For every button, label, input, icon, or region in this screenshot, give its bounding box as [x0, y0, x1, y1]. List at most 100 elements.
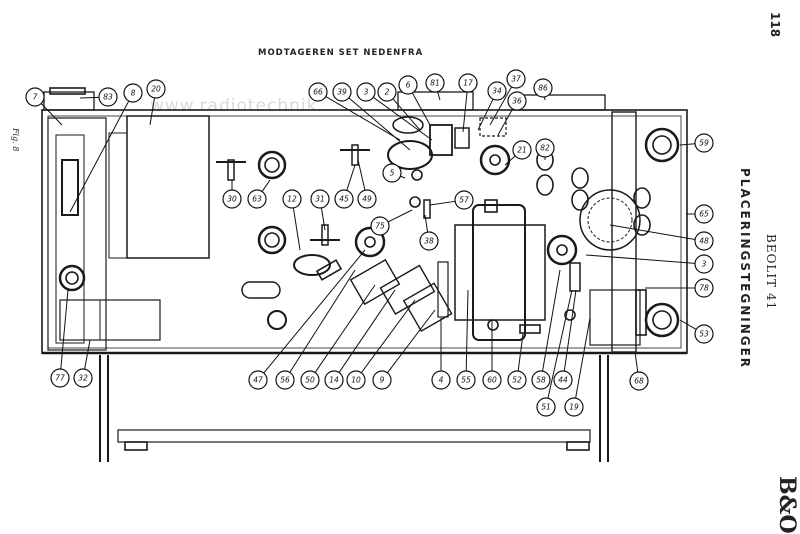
leader-line: [357, 159, 366, 191]
callout-label: 57: [459, 196, 469, 205]
leader-line: [79, 96, 100, 99]
callout-circle: [146, 79, 166, 99]
callout-30: 30: [222, 189, 242, 209]
callout-2: 2: [377, 82, 397, 102]
callout-circle: [533, 78, 553, 98]
callout-4: 4: [431, 370, 451, 390]
leader-line: [679, 143, 696, 146]
callout-83: 83: [98, 87, 118, 107]
callout-label: 59: [699, 139, 709, 148]
callout-circle: [248, 370, 268, 390]
callout-44: 44: [553, 370, 573, 390]
callout-65: 65: [694, 204, 714, 224]
callout-circle: [458, 73, 478, 93]
leader-line: [400, 175, 406, 179]
callout-label: 7: [33, 93, 38, 102]
callout-82: 82: [535, 138, 555, 158]
callout-label: 31: [315, 195, 325, 204]
leader-line: [563, 289, 577, 372]
callout-label: 17: [463, 79, 473, 88]
leader-line: [465, 289, 469, 372]
callout-circle: [123, 83, 143, 103]
leader-line: [261, 179, 271, 192]
callout-circle: [356, 82, 376, 102]
callout-circle: [372, 370, 392, 390]
callout-19: 19: [564, 397, 584, 417]
diagram-title: MODTAGEREN SET NEDENFRA: [258, 48, 424, 58]
callout-label: 53: [699, 330, 709, 339]
callout-3: 3: [694, 254, 714, 274]
callout-66: 66: [308, 82, 328, 102]
callout-label: 2: [385, 88, 390, 97]
leader-line: [497, 108, 514, 136]
callout-63: 63: [247, 189, 267, 209]
callout-circle: [346, 370, 366, 390]
callout-label: 60: [487, 376, 497, 385]
callout-51: 51: [536, 397, 556, 417]
callout-circle: [507, 370, 527, 390]
callout-label: 81: [430, 79, 440, 88]
leader-line: [547, 289, 573, 399]
leader-line: [387, 309, 436, 374]
callout-label: 38: [424, 237, 434, 246]
callout-circle: [506, 69, 526, 89]
callout-label: 49: [362, 195, 372, 204]
schematic-page: MODTAGEREN SET NEDENFRA 118 PLACERINGSTE…: [11, 12, 800, 534]
callout-60: 60: [482, 370, 502, 390]
callout-31: 31: [310, 189, 330, 209]
callout-39: 39: [332, 82, 352, 102]
chassis-drawing: 7838206639326811737343686218259557753063…: [25, 69, 714, 462]
callout-label: 44: [558, 376, 568, 385]
callout-86: 86: [533, 78, 553, 98]
leader-line: [40, 103, 63, 126]
callout-10: 10: [346, 370, 366, 390]
leader-line: [320, 207, 326, 231]
callout-circle: [531, 370, 551, 390]
callout-circle: [300, 370, 320, 390]
callout-label: 55: [461, 376, 471, 385]
leader-line: [585, 254, 696, 264]
leader-line: [360, 299, 416, 374]
callout-circle: [282, 189, 302, 209]
callout-14: 14: [324, 370, 344, 390]
callout-label: 48: [699, 237, 709, 246]
leader-line: [437, 91, 441, 101]
callout-circle: [332, 82, 352, 102]
callout-circle: [334, 189, 354, 209]
callout-75: 75: [370, 216, 390, 236]
callout-6: 6: [398, 75, 418, 95]
callout-57: 57: [454, 190, 474, 210]
leader-line: [517, 333, 524, 372]
callout-circle: [275, 370, 295, 390]
callout-label: 63: [252, 195, 262, 204]
callout-circle: [419, 231, 439, 251]
callout-circle: [222, 189, 242, 209]
leader-line: [429, 200, 456, 206]
leader-line: [60, 289, 69, 370]
leader-line: [489, 86, 513, 126]
callout-circle: [487, 81, 507, 101]
callout-circle: [694, 278, 714, 298]
callout-circle: [512, 140, 532, 160]
leader-line: [372, 96, 433, 141]
callout-circle: [324, 370, 344, 390]
callout-circle: [507, 91, 527, 111]
callout-label: 86: [538, 84, 548, 93]
leader-line: [679, 319, 697, 330]
callout-58: 58: [531, 370, 551, 390]
callout-circle: [536, 397, 556, 417]
callout-12: 12: [282, 189, 302, 209]
callout-label: 77: [55, 374, 65, 383]
callout-81: 81: [425, 73, 445, 93]
leader-line: [325, 96, 401, 141]
leader-line: [149, 97, 156, 126]
leader-line: [84, 339, 91, 370]
callout-8: 8: [123, 83, 143, 103]
callout-32: 32: [73, 368, 93, 388]
callout-circle: [357, 189, 377, 209]
callout-48: 48: [694, 231, 714, 251]
callout-circle: [694, 231, 714, 251]
leader-line: [392, 98, 421, 131]
leader-line: [634, 351, 639, 373]
